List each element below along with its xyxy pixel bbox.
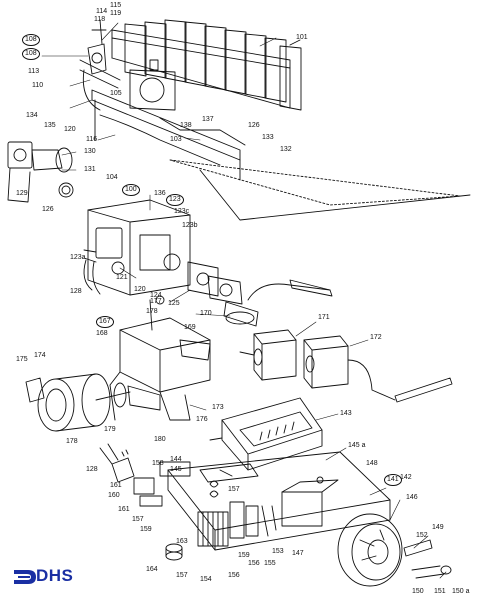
- part-label-179: 179: [104, 426, 116, 433]
- part-label-150a: 150 a: [452, 588, 470, 595]
- part-label-128b: 128: [86, 466, 98, 473]
- part-label-119: 119: [110, 10, 122, 17]
- terminal-blocks: [133, 461, 277, 547]
- part-label-123b: 123b: [182, 222, 198, 229]
- part-label-163: 163: [176, 538, 188, 545]
- part-label-164: 164: [146, 566, 158, 573]
- part-label-153: 153: [272, 548, 284, 555]
- part-label-176: 176: [196, 416, 208, 423]
- part-label-180: 180: [154, 436, 166, 443]
- cap: [165, 543, 183, 561]
- part-label-174: 174: [34, 352, 46, 359]
- part-label-134: 134: [26, 112, 38, 119]
- part-label-161b: 161: [118, 506, 130, 513]
- part-label-155: 155: [264, 560, 276, 567]
- dhs-logo-icon: [14, 570, 36, 584]
- part-label-157b: 157: [132, 516, 144, 523]
- part-label-147: 147: [292, 550, 304, 557]
- part-label-161a: 161: [110, 482, 122, 489]
- part-label-123c: 123c: [174, 208, 190, 215]
- part-label-148: 148: [366, 460, 378, 467]
- part-label-149: 149: [432, 524, 444, 531]
- thermostat-units: [239, 329, 453, 403]
- part-label-110: 110: [32, 82, 44, 89]
- part-label-171: 171: [318, 314, 330, 321]
- part-label-138: 138: [180, 122, 192, 129]
- pilot-assembly: [82, 19, 107, 111]
- part-label-113: 113: [28, 68, 40, 75]
- part-label-157a: 157: [228, 486, 240, 493]
- part-label-133: 133: [262, 134, 274, 141]
- part-label-108a: 108: [22, 34, 40, 46]
- part-label-131: 131: [84, 166, 96, 173]
- part-label-177: 177: [150, 298, 162, 305]
- part-label-152: 152: [416, 532, 428, 539]
- part-label-100: 100: [122, 184, 140, 196]
- ignition-module: [187, 261, 333, 327]
- part-label-114: 114: [96, 8, 108, 15]
- part-label-159b: 159: [238, 552, 250, 559]
- part-label-178b: 178: [66, 438, 78, 445]
- gas-inlet-elbow: [7, 141, 74, 203]
- part-label-118: 118: [94, 16, 106, 23]
- part-label-103: 103: [170, 136, 182, 143]
- part-label-128a: 128: [70, 288, 82, 295]
- part-label-104: 104: [106, 174, 118, 181]
- leader-lines: [41, 22, 447, 579]
- part-label-129: 129: [16, 190, 28, 197]
- part-label-137: 137: [202, 116, 214, 123]
- part-label-154: 154: [200, 576, 212, 583]
- part-label-144: 144: [170, 456, 182, 463]
- part-label-130: 130: [84, 148, 96, 155]
- part-label-126a: 126: [248, 122, 260, 129]
- thermostat-dial: [337, 513, 452, 587]
- heat-exchanger-fins: [111, 19, 302, 111]
- part-label-157c: 157: [176, 572, 188, 579]
- part-label-120b: 120: [134, 286, 146, 293]
- part-label-169: 169: [184, 324, 196, 331]
- fan-bracket: [109, 295, 211, 421]
- part-label-178a: 178: [146, 308, 158, 315]
- part-label-136: 136: [154, 190, 166, 197]
- burner-assembly: [79, 59, 471, 221]
- part-label-123: 123: [166, 194, 184, 206]
- part-label-168: 168: [96, 330, 108, 337]
- part-label-101: 101: [296, 34, 308, 41]
- part-label-159a: 159: [140, 526, 152, 533]
- part-label-120a: 120: [64, 126, 76, 133]
- part-label-160: 160: [108, 492, 120, 499]
- part-label-135: 135: [44, 122, 56, 129]
- part-label-121: 121: [116, 274, 128, 281]
- part-label-167: 167: [96, 316, 114, 328]
- fan-motor: [25, 373, 161, 432]
- part-label-125: 125: [168, 300, 180, 307]
- part-label-150: 150: [412, 588, 424, 595]
- part-label-170: 170: [200, 310, 212, 317]
- part-label-124: 124: [150, 292, 162, 299]
- part-label-123a: 123a: [70, 254, 86, 261]
- part-label-145a: 145 a: [348, 442, 366, 449]
- part-label-141: 141: [384, 474, 402, 486]
- part-label-172: 172: [370, 334, 382, 341]
- part-label-126b: 126: [42, 206, 54, 213]
- connector-plug: [99, 443, 135, 483]
- part-label-115: 115: [110, 2, 122, 9]
- part-label-145: 145: [170, 466, 182, 473]
- part-label-151: 151: [434, 588, 446, 595]
- part-label-173: 173: [212, 404, 224, 411]
- part-label-105: 105: [110, 90, 122, 97]
- part-label-156b: 156: [228, 572, 240, 579]
- part-label-108b: 108: [22, 48, 40, 60]
- control-box: [209, 397, 323, 471]
- part-label-142: 142: [400, 474, 412, 481]
- part-label-116: 116: [86, 136, 98, 143]
- part-label-143: 143: [340, 410, 352, 417]
- part-label-132: 132: [280, 146, 292, 153]
- brand-name: DHS: [36, 566, 74, 585]
- part-label-158: 158: [152, 460, 164, 467]
- part-label-156a: 156: [248, 560, 260, 567]
- part-label-175: 175: [16, 356, 28, 363]
- part-label-146: 146: [406, 494, 418, 501]
